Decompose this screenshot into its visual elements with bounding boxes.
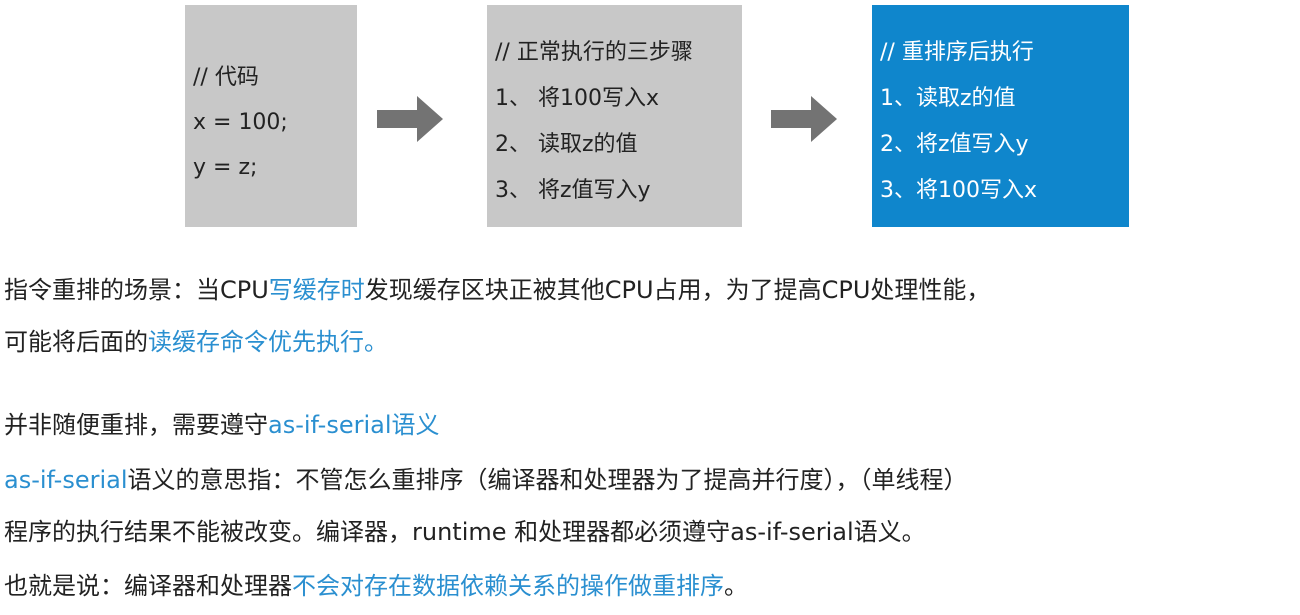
normal-step-3: 3、 将z值写入y xyxy=(495,178,651,203)
reorder-scenario-line-2: 可能将后面的读缓存命令优先执行。 xyxy=(4,318,388,366)
code-box: // 代码 x = 100; y = z; xyxy=(185,5,357,227)
normal-heading: // 正常执行的三步骤 xyxy=(495,40,693,65)
normal-step-1: 1、 将100写入x xyxy=(495,86,660,111)
normal-step-2: 2、 读取z的值 xyxy=(495,132,638,157)
summary-line: 也就是说：编译器和处理器不会对存在数据依赖关系的操作做重排序。 xyxy=(4,562,748,610)
highlight-text: 不会对存在数据依赖关系的操作做重排序 xyxy=(292,572,724,600)
highlight-text: as-if-serial语义 xyxy=(268,411,440,439)
text-segment: 指令重排的场景：当CPU xyxy=(4,276,269,304)
normal-execution-box: // 正常执行的三步骤 1、 将100写入x 2、 读取z的值 3、 将z值写入… xyxy=(487,5,742,227)
reorder-scenario-line-1: 指令重排的场景：当CPU写缓存时发现缓存区块正被其他CPU占用，为了提高CPU处… xyxy=(4,266,990,314)
reordered-execution-box: // 重排序后执行 1、读取z的值 2、将z值写入y 3、将100写入x xyxy=(872,5,1129,227)
right-arrow-icon xyxy=(771,96,837,142)
reordered-step-1: 1、读取z的值 xyxy=(880,86,1016,111)
as-if-serial-definition-line-1: as-if-serial语义的意思指：不管怎么重排序（编译器和处理器为了提高并行… xyxy=(4,456,968,504)
text-segment: 并非随便重排，需要遵守 xyxy=(4,411,268,439)
text-segment: 也就是说：编译器和处理器 xyxy=(4,572,292,600)
reordered-heading: // 重排序后执行 xyxy=(880,40,1034,65)
code-line-y: y = z; xyxy=(193,155,258,180)
as-if-serial-definition-line-2: 程序的执行结果不能被改变。编译器，runtime 和处理器都必须遵守as-if-… xyxy=(4,518,926,546)
text-segment: 可能将后面的 xyxy=(4,328,148,356)
code-line-x: x = 100; xyxy=(193,110,288,135)
as-if-serial-intro: 并非随便重排，需要遵守as-if-serial语义 xyxy=(4,401,440,449)
reordered-step-3: 3、将100写入x xyxy=(880,178,1038,203)
highlight-text: 写缓存时 xyxy=(268,276,365,304)
text-segment: 发现缓存区块正被其他CPU占用，为了提高CPU处理性能， xyxy=(364,276,991,304)
reordered-step-2: 2、将z值写入y xyxy=(880,132,1029,157)
text-segment: 语义的意思指：不管怎么重排序（编译器和处理器为了提高并行度），（单线程） xyxy=(127,466,968,494)
highlight-text: 读缓存命令优先执行。 xyxy=(148,328,388,356)
highlight-text: as-if-serial xyxy=(4,466,128,494)
code-comment: // 代码 xyxy=(193,65,259,90)
text-segment: 。 xyxy=(724,572,748,600)
right-arrow-icon xyxy=(377,96,443,142)
